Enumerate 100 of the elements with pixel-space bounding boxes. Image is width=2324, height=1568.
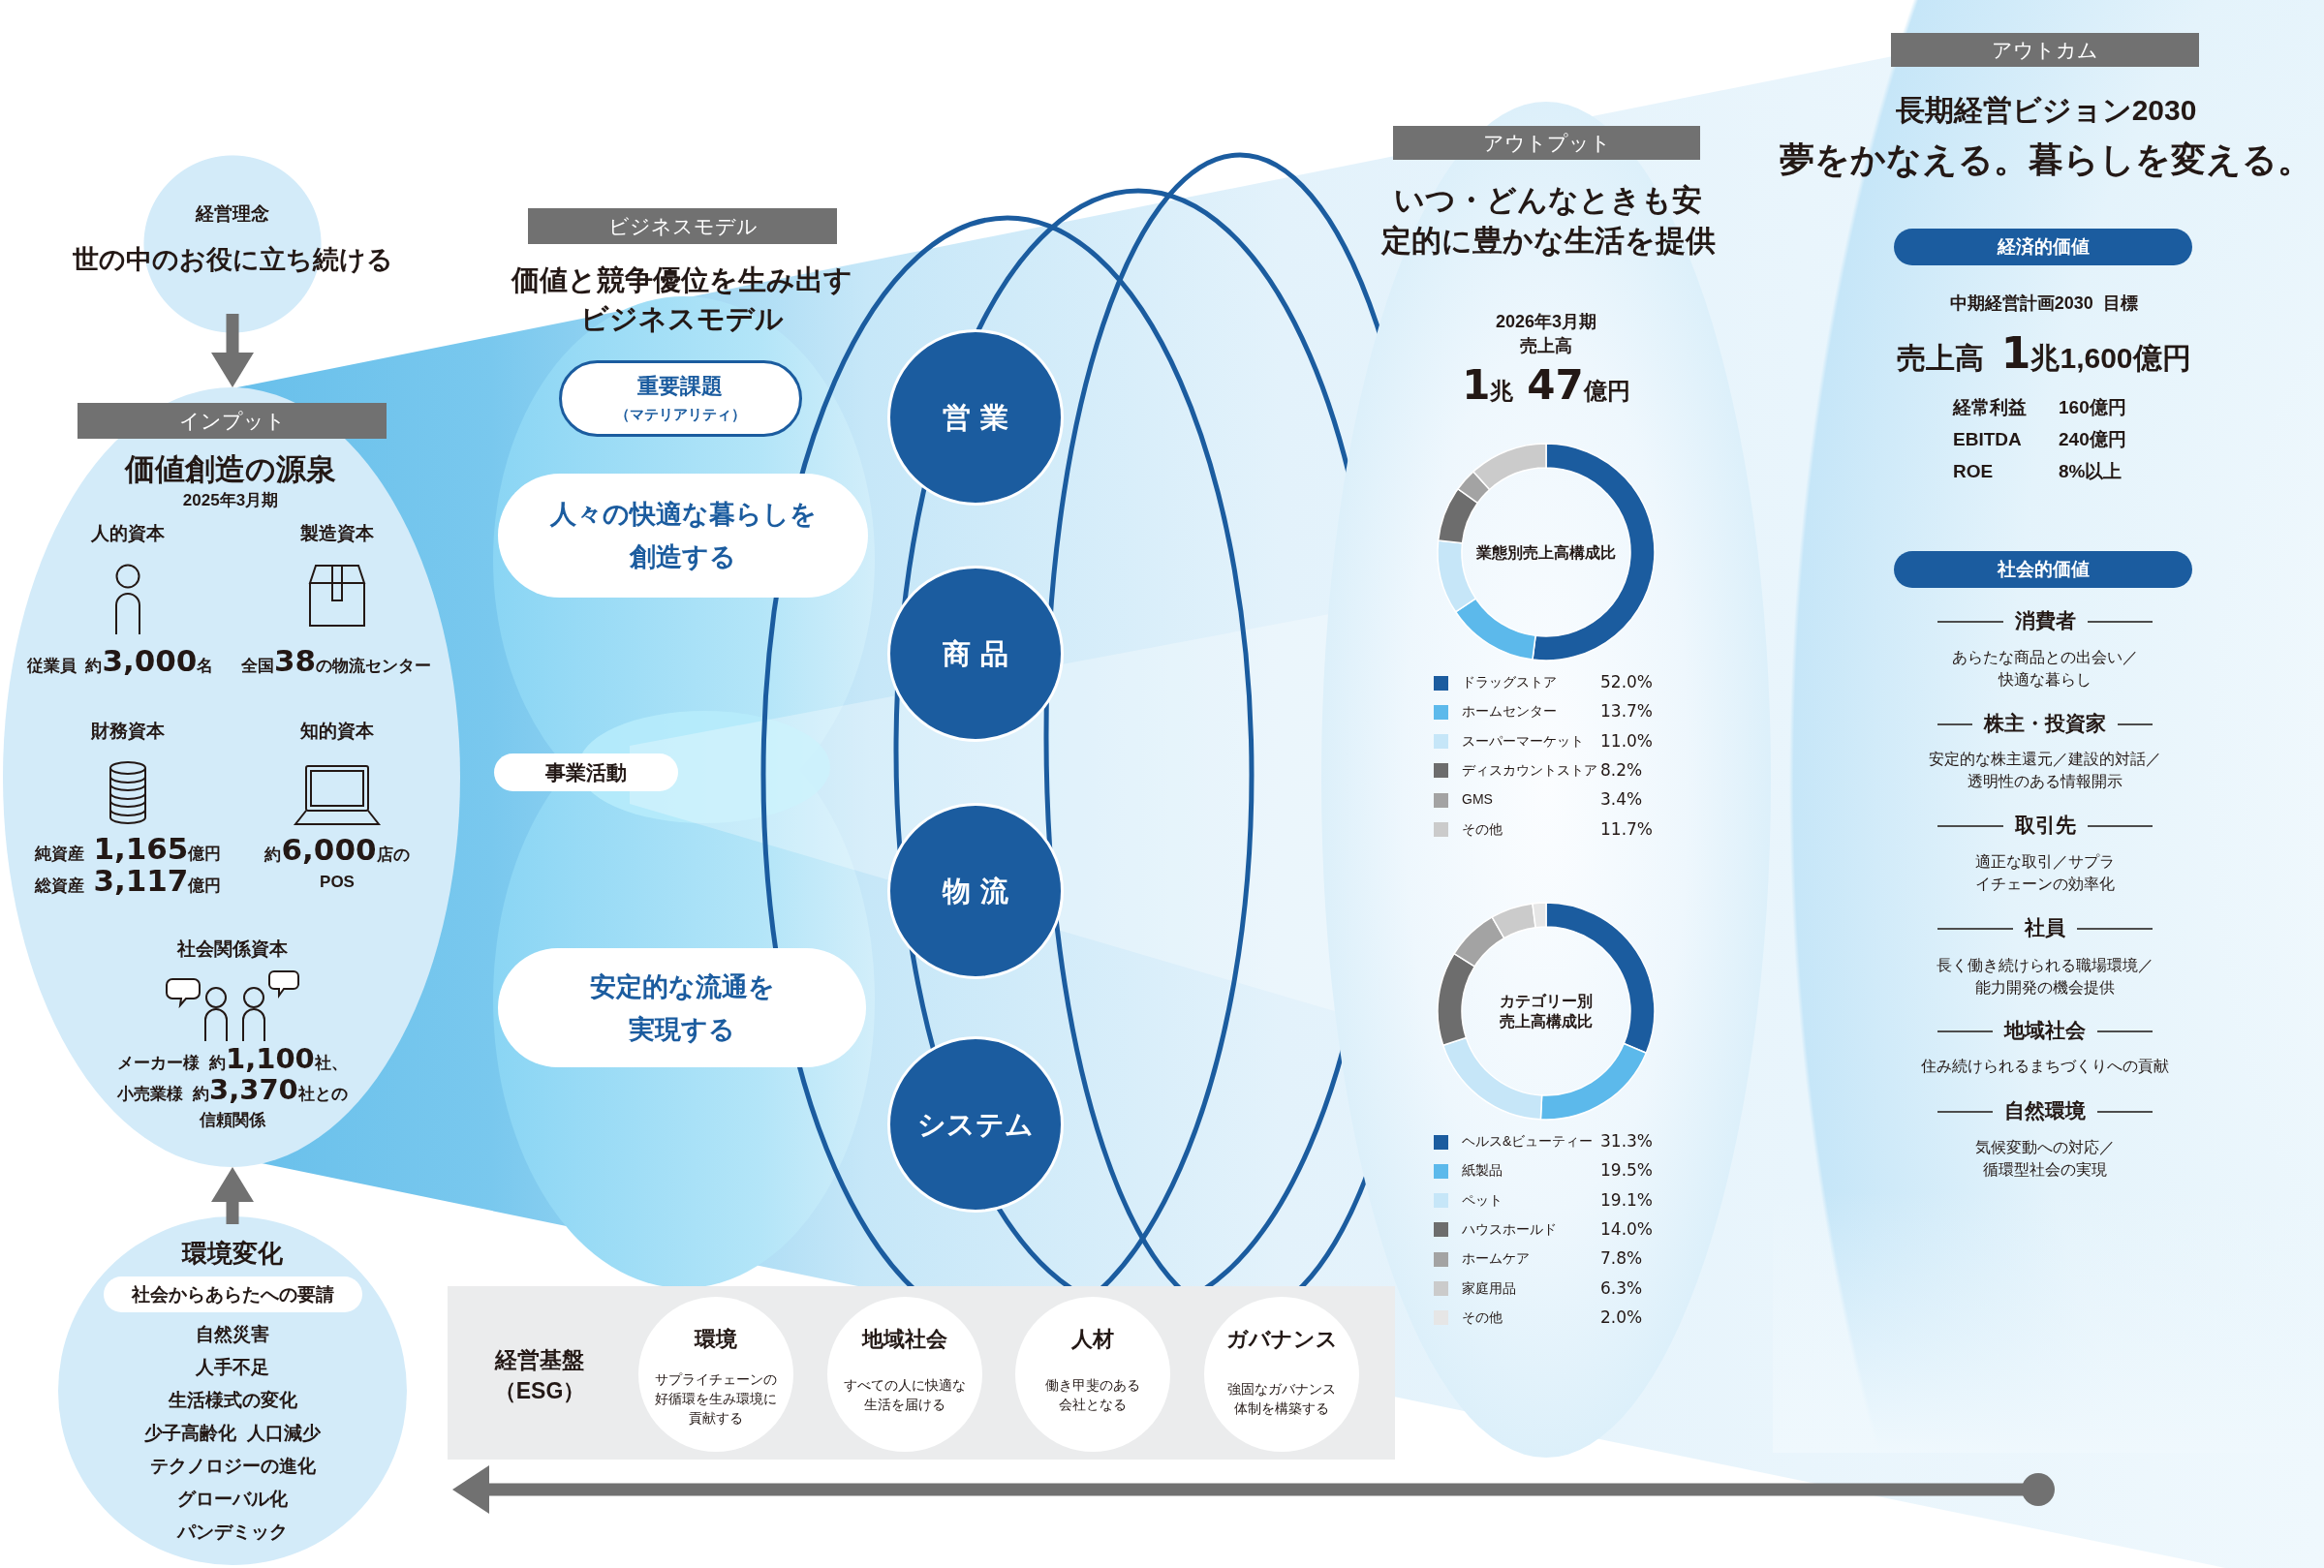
stakeholder-heading: 社員	[2025, 914, 2065, 940]
capital-figure: 全国38の物流センター	[240, 646, 432, 677]
section-label: 経営理念	[196, 202, 269, 226]
capital-heading: 製造資本	[300, 522, 374, 545]
header-bar	[1393, 126, 1700, 160]
header-label: インプット	[178, 408, 286, 434]
materiality-subtitle: （マテリアリティ）	[614, 405, 746, 424]
function-label: 営業	[941, 400, 1019, 435]
function-label: システム	[917, 1107, 1034, 1142]
stakeholder-heading: 消費者	[2014, 607, 2076, 633]
stakeholder-heading: 自然環境	[2004, 1097, 2086, 1123]
flow-arrow	[211, 314, 254, 387]
output-heading: いつ・どんなときも安定的に豊かな生活を提供	[1379, 182, 1717, 260]
legend-label: ヘルス&ビューティー	[1462, 1133, 1594, 1151]
theme-pill	[498, 948, 866, 1067]
stakeholder-heading: 取引先	[2014, 812, 2076, 838]
trend-item: 少子高齢化 人口減少	[144, 1422, 321, 1445]
value-label: 6.3%	[1600, 1277, 1643, 1300]
legend-label: ディスカウントストア	[1462, 762, 1597, 780]
stakeholder-value: 住み続けられるまちづくりへの貢献	[1921, 1057, 2169, 1076]
value-label: 52.0%	[1600, 672, 1653, 693]
request-pill	[104, 1276, 362, 1312]
stakeholder-heading: 地域社会	[2004, 1017, 2086, 1043]
value-pill	[1894, 551, 2192, 588]
sales-target: 売上高 1兆1,600億円	[1897, 332, 2191, 377]
metric-name: 経常利益	[1953, 396, 2027, 419]
legend-label: その他	[1462, 820, 1503, 839]
value-label: 13.7%	[1600, 701, 1653, 723]
sales-figure: 1兆 47億円	[1462, 365, 1630, 406]
esg-title: 人材	[1071, 1326, 1114, 1353]
value-label: 19.1%	[1600, 1189, 1653, 1212]
foundation-heading: 経営基盤（ESG）	[492, 1346, 587, 1405]
stakeholder-value: 安定的な株主還元／建設的対話／透明性のある情報開示	[1928, 750, 2162, 791]
legend-label: ペット	[1462, 1191, 1503, 1210]
trend-item: 自然災害	[196, 1323, 269, 1346]
trend-item: パンデミック	[177, 1521, 288, 1544]
value-label: 14.0%	[1600, 1219, 1653, 1241]
philosophy-text: 世の中のお役に立ち続ける	[72, 244, 393, 277]
function-label: 物流	[941, 874, 1019, 908]
header-bar	[1891, 33, 2199, 67]
header-bar	[528, 208, 837, 244]
period-label: 2025年3月期	[182, 490, 279, 511]
legend-label: ホームケア	[1462, 1250, 1530, 1268]
capital-figure: 従業員 約3,000名	[26, 646, 214, 677]
theme-text: 人々の快適な暮らしを創造する	[548, 499, 818, 573]
esg-title: 地域社会	[862, 1326, 947, 1353]
chart-title: カテゴリー別売上高構成比	[1499, 992, 1594, 1031]
legend-label: 紙製品	[1462, 1162, 1503, 1181]
metric-value: 160億円	[2059, 396, 2126, 419]
value-label: 2.0%	[1600, 1307, 1643, 1329]
metric-caption: 売上高	[1520, 334, 1572, 357]
relationship-text: メーカー様 約1,100社、小売業様 約3,370社との信頼関係	[116, 1044, 349, 1131]
header-label: アウトカム	[1992, 37, 2098, 63]
pill-label: 経済的価値	[1997, 235, 2090, 259]
capital-figure: 純資産 1,165億円	[34, 834, 222, 865]
esg-text: すべての人に快適な生活を届ける	[843, 1376, 967, 1414]
legend-label: ハウスホールド	[1462, 1221, 1557, 1239]
legend-label: スーパーマーケット	[1462, 732, 1584, 751]
section-heading: 価値と競争優位を生み出すビジネスモデル	[511, 263, 852, 336]
flow-arrow	[211, 1167, 254, 1224]
value-label: 3.4%	[1600, 789, 1643, 811]
pill-label: 社会からあらたへの要請	[132, 1282, 334, 1307]
legend-label: GMS	[1462, 791, 1493, 809]
metric-name: ROE	[1953, 460, 1994, 483]
vision-slogan: 夢をかなえる。暮らしを変える。	[1780, 138, 2312, 181]
value-label: 19.5%	[1600, 1160, 1653, 1182]
header-label: アウトプット	[1482, 130, 1611, 156]
esg-title: 環境	[695, 1326, 737, 1353]
theme-pill	[498, 474, 868, 598]
metric-value: 240億円	[2059, 428, 2126, 451]
value-pill	[1894, 229, 2192, 265]
stakeholder-value: 気候変動への対応／循環型社会の実現	[1974, 1138, 2116, 1180]
foundation-panel	[448, 1286, 1395, 1460]
stakeholder-value: 適正な取引／サプライチェーンの効率化	[1974, 852, 2116, 894]
vision-title: 長期経営ビジョン2030	[1895, 93, 2197, 129]
esg-text: 働き甲斐のある会社となる	[1044, 1376, 1141, 1414]
capital-figure: 約6,000店のPOS	[264, 834, 410, 893]
value-label: 7.8%	[1600, 1248, 1643, 1270]
capital-heading: 財務資本	[91, 720, 165, 743]
metric-value: 8%以上	[2059, 460, 2123, 483]
capital-figure: 総資産 3,117億円	[34, 866, 222, 897]
function-label: 商品	[941, 636, 1019, 671]
stakeholder-value: 長く働き続けられる職場環境／能力開発の機会提供	[1936, 956, 2154, 998]
pill-label: 社会的価値	[1997, 558, 2090, 581]
legend-label: 家庭用品	[1462, 1279, 1516, 1298]
materiality-title: 重要課題	[637, 373, 723, 400]
stakeholder-value: あらたな商品との出会い／快適な暮らし	[1951, 648, 2139, 690]
trend-item: テクノロジーの進化	[149, 1455, 316, 1478]
period-label: 2026年3月期	[1495, 310, 1597, 333]
value-label: 8.2%	[1600, 760, 1643, 782]
capital-heading: 社会関係資本	[177, 938, 288, 961]
esg-title: ガバナンス	[1225, 1326, 1338, 1353]
section-heading: 環境変化	[182, 1237, 283, 1270]
stakeholder-heading: 株主・投資家	[1984, 710, 2106, 736]
trend-item: グローバル化	[177, 1488, 288, 1511]
capital-heading: 知的資本	[300, 720, 374, 743]
esg-text: 強固なガバナンス体制を構築する	[1226, 1380, 1337, 1418]
materiality-pill	[559, 360, 802, 437]
trend-item: 生活様式の変化	[168, 1389, 297, 1412]
value-label: 31.3%	[1600, 1131, 1653, 1153]
